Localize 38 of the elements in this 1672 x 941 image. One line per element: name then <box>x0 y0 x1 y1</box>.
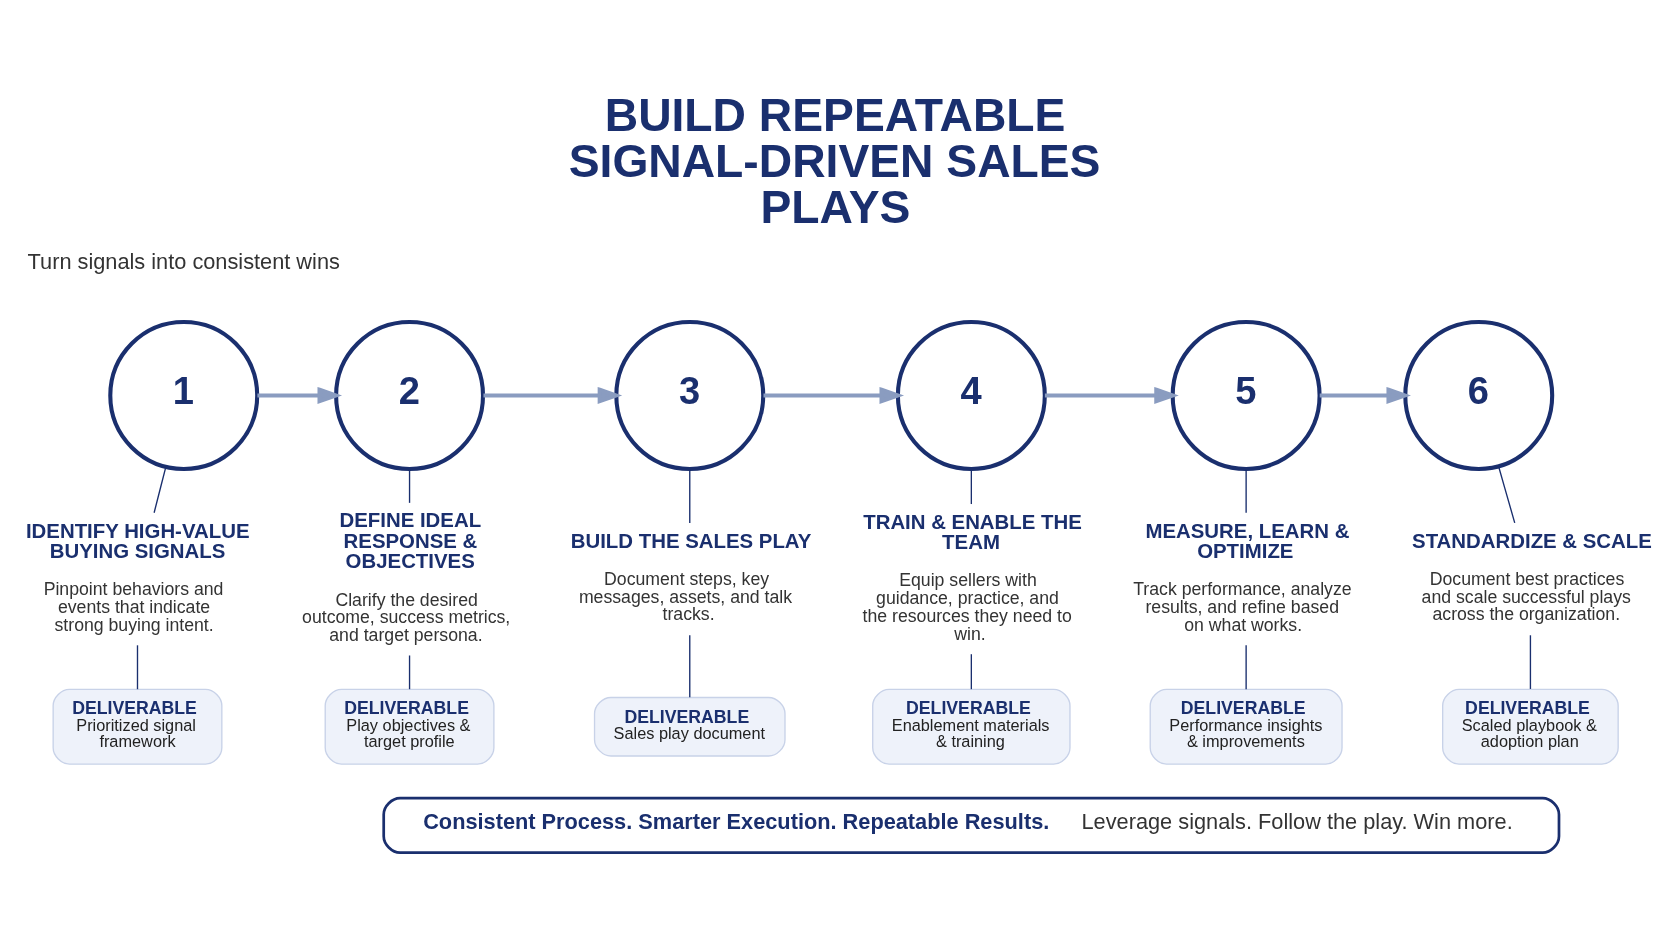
arrow <box>1319 386 1411 404</box>
connector <box>970 468 973 505</box>
node-circle: 1 <box>108 319 260 471</box>
connector <box>408 468 411 504</box>
arrow <box>483 386 623 404</box>
node-box: DELIVERABLE Performance insights & improvements <box>1149 688 1343 765</box>
node-box: DELIVERABLE Enablement materials & training <box>872 688 1071 765</box>
node-box: DELIVERABLE Play objectives & target profile <box>324 688 495 765</box>
node-box: DELIVERABLE Sales play document <box>593 696 786 757</box>
node-text: IDENTIFY HIGH-VALUE BUYING SIGNALS Pinpoint behaviors and events that indicate strong buying intent. <box>25 519 250 635</box>
node-circle: 3 <box>614 319 766 471</box>
arrow <box>763 386 905 404</box>
connector <box>408 654 411 690</box>
connector <box>136 644 139 690</box>
connector <box>1245 468 1247 513</box>
connector <box>1245 644 1247 690</box>
arrow <box>1044 386 1179 404</box>
node-text: MEASURE, LEARN & OPTIMIZE Track performance, analyze results, and refine based on what works. <box>1133 519 1352 635</box>
diagram-title: BUILD REPEATABLE SIGNAL-DRIVEN SALES PLAYS <box>568 88 1101 233</box>
node-text: DEFINE IDEAL RESPONSE & OBJECTIVES Clarify the desired outcome, success metrics, and target persona. <box>302 508 511 645</box>
node-circle: 4 <box>895 319 1047 471</box>
node-box: DELIVERABLE Scaled playbook & adoption plan <box>1442 688 1619 765</box>
node-circle: 6 <box>1403 319 1555 471</box>
connector <box>153 465 167 513</box>
connector <box>970 653 973 690</box>
node-circle: 5 <box>1170 319 1322 471</box>
node-text: TRAIN & ENABLE THE TEAM Equip sellers with guidance, practice, and the resources they need to win. <box>862 510 1082 644</box>
node-box: DELIVERABLE Prioritized signal framework <box>52 688 223 765</box>
label: Turn signals into consistent wins <box>27 248 340 274</box>
node-text: BUILD THE SALES PLAY Document steps, key messages, assets, and talk tracks. <box>570 529 812 624</box>
arrow <box>257 386 343 404</box>
connector <box>1497 465 1516 524</box>
connector <box>689 634 691 698</box>
node-box: Consistent Process. Smarter Execution. Repeatable Results. Leverage signals. Follow the play. Win more. <box>382 796 1561 854</box>
connector <box>1529 634 1532 690</box>
connector <box>689 468 691 524</box>
node-text: STANDARDIZE & SCALE Document best practices and scale successful plays across the organization. <box>1412 529 1652 624</box>
node-circle: 2 <box>334 319 486 471</box>
